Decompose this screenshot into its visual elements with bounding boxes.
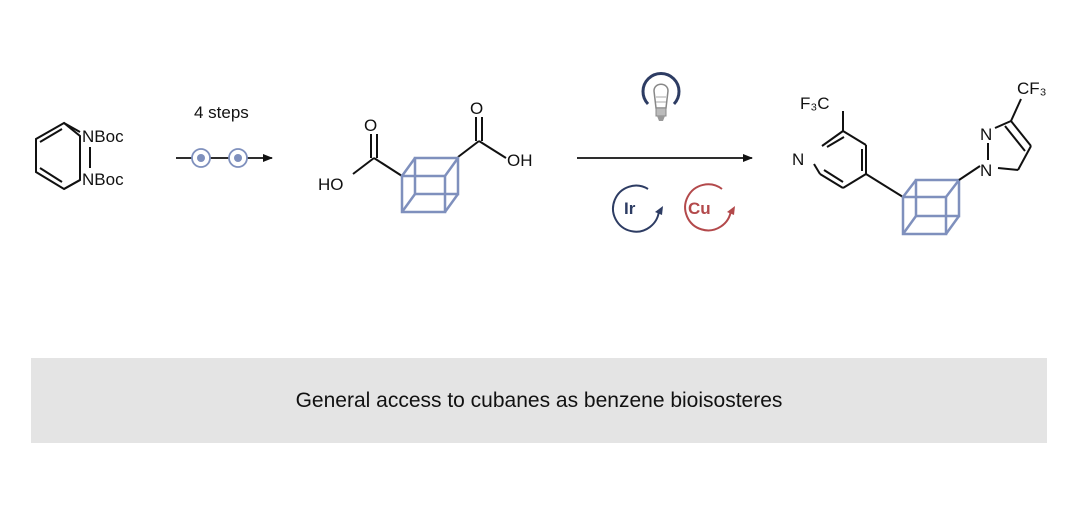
step-circle-2 [228,148,248,168]
cu-catalyst-cycle [684,183,735,232]
pyrazole-n1-label: N [980,161,992,180]
pyridine-n-label: N [792,150,804,169]
light-bulb-icon [641,72,681,121]
cu-label: Cu [688,199,711,218]
reaction-scheme: NBoc NBoc 4 steps O O HO OH [35,72,1047,236]
diacid-bonds [352,117,507,177]
cubane-core-2 [901,178,961,236]
cf3-right-label: CF₃ [1017,79,1047,98]
f3c-label: F₃C [800,94,830,113]
steps-label: 4 steps [194,103,249,122]
nboc-top-label: NBoc [82,127,124,146]
ir-catalyst-cycle [612,184,663,233]
pyridine-ring [813,111,904,198]
cubane-core-1 [400,156,460,214]
summary-banner: General access to cubanes as benzene bio… [31,358,1047,443]
diacid-oh: OH [507,151,533,170]
pyrazole-ring [958,98,1032,181]
ir-label: Ir [624,199,636,218]
starting-material [35,121,81,191]
diacid-ho: HO [318,175,344,194]
diacid-o-right: O [470,99,483,118]
pyrazole-n2-label: N [980,125,992,144]
diacid-o-left: O [364,116,377,135]
step-circle-1 [191,148,211,168]
summary-text: General access to cubanes as benzene bio… [295,388,783,412]
nboc-bottom-label: NBoc [82,170,124,189]
